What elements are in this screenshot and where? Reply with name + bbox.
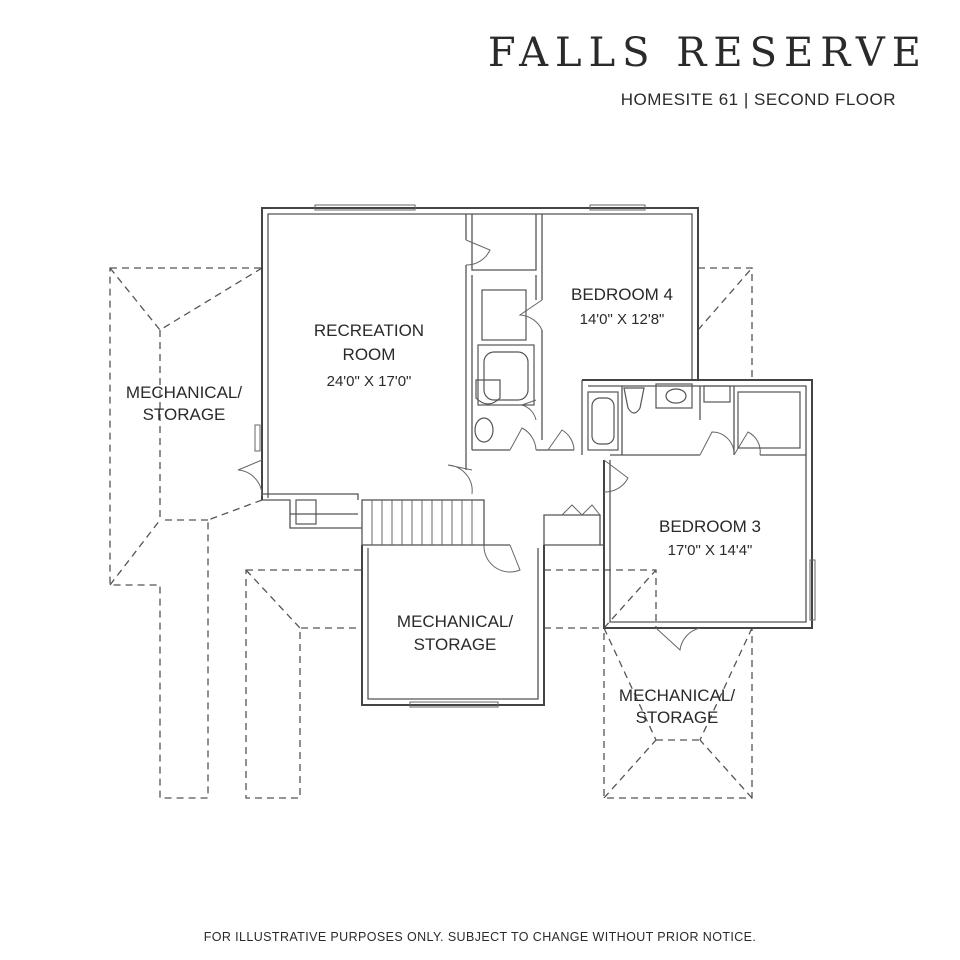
bath-fixtures <box>295 289 801 525</box>
doors <box>237 239 761 652</box>
mechanical-south-label-1: MECHANICAL/ <box>619 686 735 705</box>
mechanical-west-label-2: STORAGE <box>143 405 226 424</box>
bedroom-3-dims: 17'0" X 14'4" <box>668 542 753 559</box>
recreation-room-dims: 24'0" X 17'0" <box>327 373 412 390</box>
stairs <box>361 499 485 546</box>
windows <box>254 204 816 708</box>
attic-west <box>109 267 263 799</box>
recreation-room-label-2: ROOM <box>343 345 396 364</box>
attic-south <box>603 627 753 799</box>
mechanical-south-label-2: STORAGE <box>636 708 719 727</box>
bedroom-4-label: BEDROOM 4 <box>571 285 673 304</box>
mechanical-center-label-2: STORAGE <box>414 635 497 654</box>
community-title: FALLS RESERVE <box>487 30 928 76</box>
bedroom-4-dims: 14'0" X 12'8" <box>580 311 665 328</box>
mechanical-west-label-1: MECHANICAL/ <box>126 383 242 402</box>
exterior-walls <box>261 207 813 706</box>
interior-walls <box>465 214 806 546</box>
disclaimer: FOR ILLUSTRATIVE PURPOSES ONLY. SUBJECT … <box>203 930 757 944</box>
bedroom-3-label: BEDROOM 3 <box>659 517 761 536</box>
mechanical-center-label-1: MECHANICAL/ <box>397 612 513 631</box>
attic-center <box>245 569 604 799</box>
plan-subtitle: HOMESITE 61 | SECOND FLOOR <box>620 90 896 109</box>
room-labels: RECREATION ROOM 24'0" X 17'0" BEDROOM 4 … <box>126 285 761 727</box>
recreation-room-label-1: RECREATION <box>314 321 424 340</box>
